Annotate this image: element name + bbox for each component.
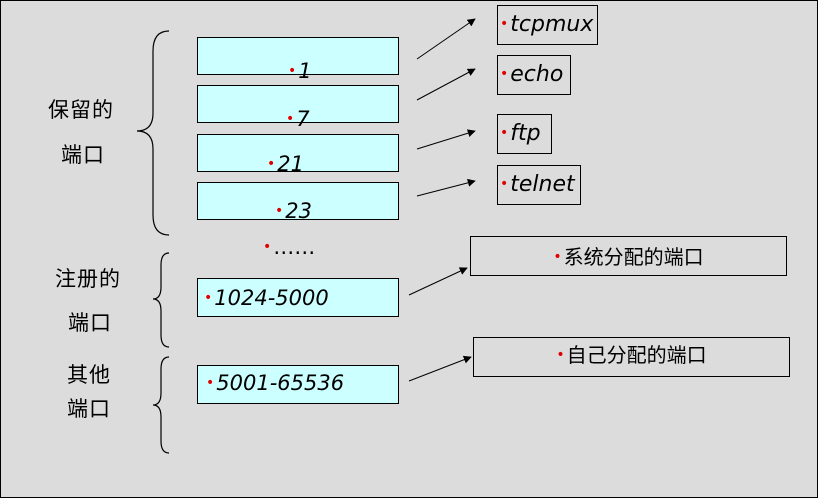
registered-range-box: •1024-5000	[197, 278, 399, 317]
other-label-line2: 端口	[67, 397, 111, 421]
system-allocated-text: 系统分配的端口	[563, 245, 704, 269]
bullet-icon: •	[275, 203, 284, 219]
port-box-7	[197, 85, 399, 123]
reserved-label-line1: 保留的	[48, 98, 114, 122]
bullet-icon: •	[500, 16, 509, 32]
arrow-21-ftp	[416, 129, 476, 150]
registered-label-line2: 端口	[68, 311, 112, 335]
port-box-21	[197, 134, 399, 172]
bullet-icon: •	[500, 176, 509, 192]
service-tcpmux: •tcpmux	[497, 5, 598, 45]
other-brace	[152, 356, 170, 454]
service-echo: •echo	[497, 55, 571, 95]
reserved-brace	[136, 30, 170, 236]
bullet-icon: •	[288, 63, 297, 79]
bullet-icon: •	[204, 290, 213, 306]
registered-label-line1: 注册的	[55, 267, 121, 291]
reserved-label-line2: 端口	[61, 143, 105, 167]
system-allocated-box: •系统分配的端口	[470, 236, 787, 276]
self-allocated-text: 自己分配的端口	[566, 343, 707, 367]
bullet-icon: •	[267, 156, 276, 172]
bullet-icon: •	[553, 249, 562, 265]
arrow-23-telnet	[416, 178, 476, 197]
self-allocated-box: •自己分配的端口	[473, 337, 790, 377]
bullet-icon: •	[500, 66, 509, 82]
bullet-icon: •	[556, 347, 565, 363]
other-range-box: •5001-65536	[197, 365, 399, 404]
registered-brace	[152, 252, 170, 348]
bullet-icon: •	[286, 111, 295, 127]
arrow-registered-system	[408, 267, 468, 296]
service-ftp: •ftp	[497, 114, 552, 154]
port-box-23	[197, 182, 399, 220]
port-number-23: •23	[275, 199, 312, 223]
service-telnet: •telnet	[497, 165, 581, 205]
port-box-1	[197, 37, 399, 75]
registered-range-text: 1024-5000	[214, 286, 329, 310]
arrow-other-self	[408, 355, 472, 382]
arrow-1-tcpmux	[416, 18, 476, 60]
other-range-text: 5001-65536	[216, 371, 345, 395]
bullet-icon: •	[500, 125, 509, 141]
bullet-icon: •	[206, 375, 215, 391]
ellipsis: •……	[263, 235, 316, 259]
port-number-21: •21	[267, 152, 304, 176]
other-label-line1: 其他	[67, 363, 111, 387]
port-number-7: •7	[286, 107, 310, 131]
bullet-icon: •	[263, 239, 272, 255]
port-number-1: •1	[288, 59, 312, 83]
arrow-7-echo	[416, 68, 476, 101]
